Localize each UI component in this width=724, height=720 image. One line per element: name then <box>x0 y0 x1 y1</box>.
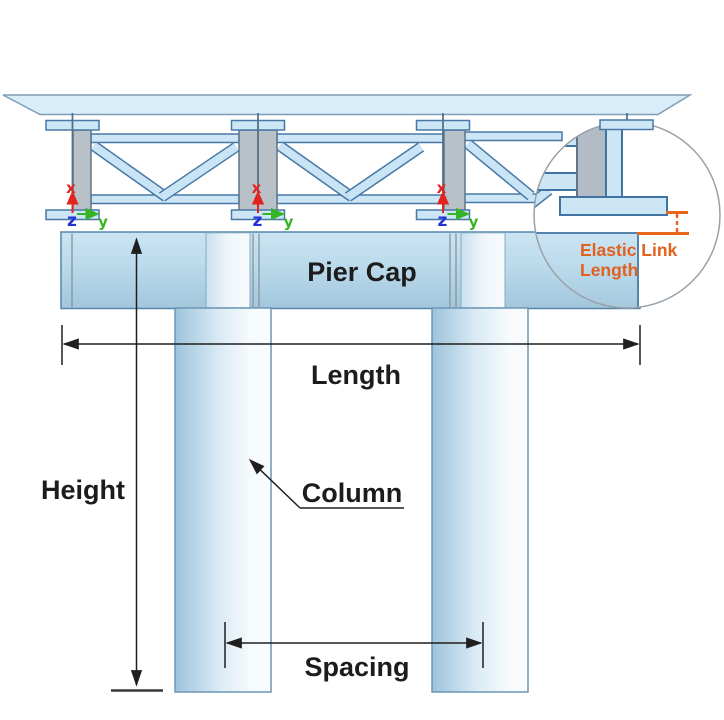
column-strip-left <box>205 232 251 309</box>
x-axis-label: x <box>252 179 262 197</box>
elastic-link-label-line1: Elastic Link <box>580 240 678 260</box>
height-dimension: Height <box>41 237 163 692</box>
length-label: Length <box>311 360 401 390</box>
truss-diagonals <box>90 139 535 202</box>
bottom-chord-bay2 <box>276 194 445 205</box>
y-axis-label: y <box>469 213 479 231</box>
bearings <box>45 113 471 221</box>
z-axis-label: z <box>67 211 77 231</box>
bridge-deck <box>2 94 693 116</box>
bearing-post-3 <box>443 129 466 212</box>
y-axis-label: y <box>98 213 108 231</box>
pier-cap-label: Pier Cap <box>307 257 417 287</box>
detail-bearing-base-flange <box>559 196 668 216</box>
column-callout: Column <box>248 458 404 509</box>
elastic-link-dimension <box>637 211 689 235</box>
axis-triad-3: x z y <box>437 179 479 231</box>
bearing-top-flange-4 <box>599 119 654 131</box>
x-axis-label: x <box>437 179 447 197</box>
detail-circle: Elastic Link Length <box>533 121 721 309</box>
top-chord-bay2 <box>276 133 445 144</box>
spacing-label: Spacing <box>304 652 409 682</box>
top-chord-bay3 <box>463 131 563 142</box>
z-axis-label: z <box>438 211 448 231</box>
column-left <box>174 307 272 693</box>
z-axis-label: z <box>253 211 263 231</box>
bearing-post-1 <box>72 129 92 212</box>
length-dimension: Length <box>61 325 641 390</box>
column-strip-right <box>460 232 506 309</box>
column-label: Column <box>302 478 403 508</box>
spacing-dimension: Spacing <box>224 622 484 682</box>
axis-triad-2: x z y <box>252 179 294 231</box>
y-axis-label: y <box>284 213 294 231</box>
elastic-link-label-line2: Length <box>580 260 638 280</box>
top-chord-bay1 <box>90 133 240 144</box>
height-label: Height <box>41 475 125 505</box>
detail-bearing-flange-plate <box>605 122 623 200</box>
column-right <box>431 307 529 693</box>
x-axis-label: x <box>66 179 76 197</box>
axis-triad-1: x z y <box>66 179 108 231</box>
detail-circle-content: Elastic Link Length <box>534 122 720 308</box>
